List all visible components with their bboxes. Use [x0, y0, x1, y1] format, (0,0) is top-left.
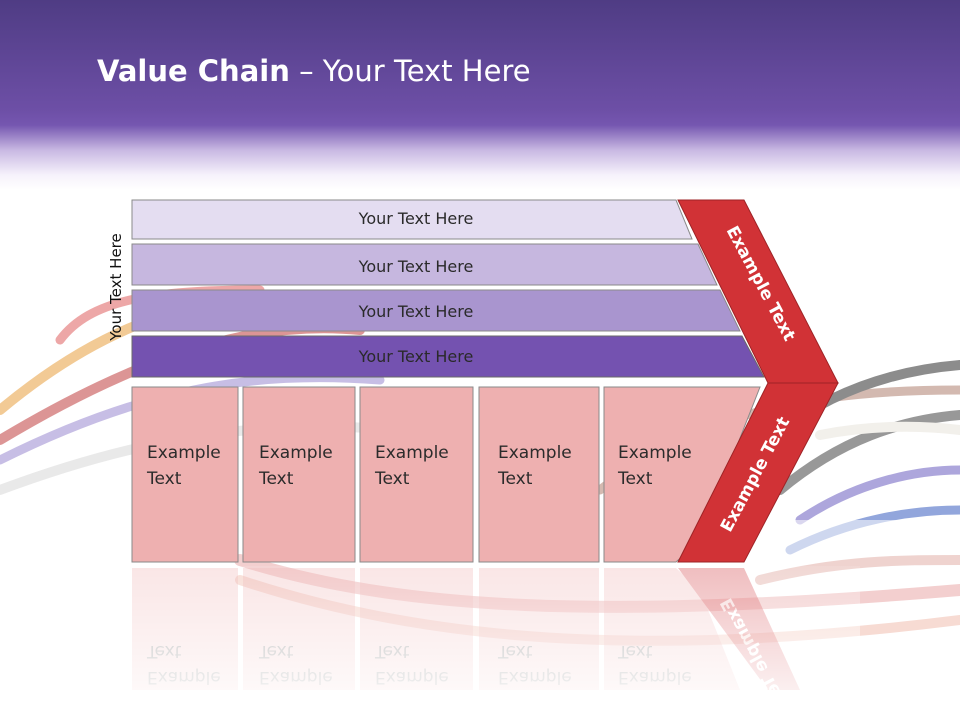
primary-cell-5-line1: Example	[618, 443, 692, 463]
primary-cell-2-line1: Example	[259, 443, 333, 463]
reflection-fade	[120, 566, 860, 720]
header-banner	[0, 0, 960, 190]
support-bar-3	[131, 289, 741, 332]
margin-arrow-lower	[677, 382, 839, 563]
support-bar-1-label: Your Text Here	[358, 209, 474, 228]
support-bar-2	[131, 243, 718, 286]
primary-cell-1	[131, 386, 239, 563]
primary-cell-4-line2: Text	[497, 469, 533, 489]
support-bar-4	[131, 335, 765, 378]
primary-cell-1-line2: Text	[146, 469, 182, 489]
primary-cell-4-line1: Example	[498, 443, 572, 463]
support-bar-1	[131, 199, 693, 240]
support-bar-2-label: Your Text Here	[358, 257, 474, 276]
primary-cell-3-line1: Example	[375, 443, 449, 463]
primary-cell-1-line1: Example	[147, 443, 221, 463]
primary-cell-3	[359, 386, 474, 563]
primary-cell-2	[242, 386, 356, 563]
primary-cell-4	[478, 386, 600, 563]
support-bar-3-label: Your Text Here	[358, 302, 474, 321]
title-rest: – Your Text Here	[289, 54, 531, 88]
title-bold: Value Chain	[97, 54, 290, 88]
primary-cell-3-line2: Text	[374, 469, 410, 489]
support-bar-4-label: Your Text Here	[358, 347, 474, 366]
slide-title: Value Chain – Your Text Here	[97, 54, 531, 88]
primary-cell-5-line2: Text	[617, 469, 653, 489]
primary-cell-2-line2: Text	[258, 469, 294, 489]
